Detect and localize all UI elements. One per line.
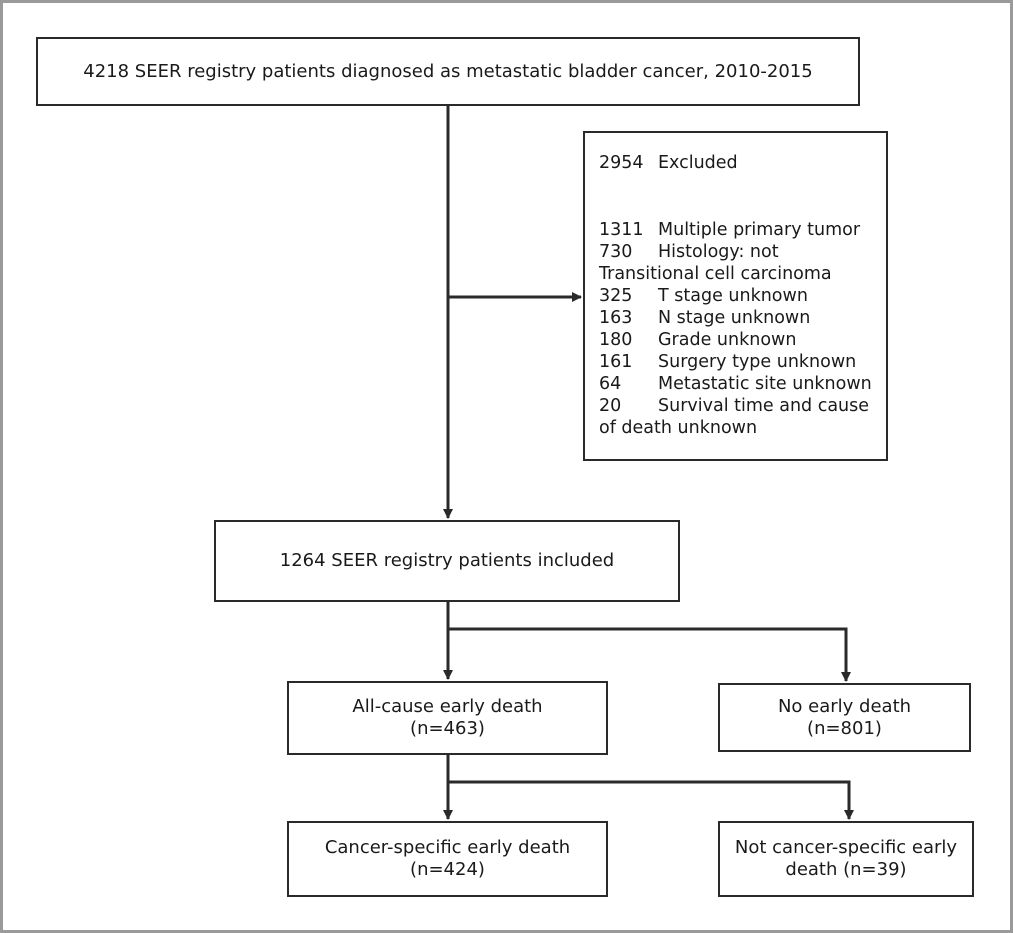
top-box-text: 4218 SEER registry patients diagnosed as… bbox=[83, 60, 813, 82]
excluded-item-continuation: Transitional cell carcinoma bbox=[599, 264, 832, 284]
top-box: 4218 SEER registry patients diagnosed as… bbox=[36, 37, 860, 106]
no-early-count: (n=801) bbox=[807, 717, 882, 739]
excluded-item: 180 Grade unknown bbox=[599, 330, 797, 350]
excluded-item: 1311 Multiple primary tumor bbox=[599, 220, 861, 240]
all-cause-early-death-box: All-cause early death (n=463) bbox=[287, 681, 608, 755]
cancer-specific-label: Cancer-specific early death bbox=[324, 837, 571, 858]
excluded-label: Excluded bbox=[658, 153, 738, 173]
cancer-specific-count: (n=424) bbox=[410, 859, 485, 880]
arrow-included-to-noearly bbox=[448, 627, 851, 682]
excluded-header: 2954 Excluded bbox=[599, 152, 886, 174]
arrow-allcause-to-notcancer bbox=[448, 780, 854, 820]
excluded-item-continuation: of death unknown bbox=[599, 418, 758, 438]
excluded-item: 161 Surgery type unknown bbox=[599, 352, 857, 372]
not-cancer-count: death (n=39) bbox=[785, 859, 907, 880]
excluded-total: 2954 bbox=[599, 153, 644, 173]
not-cancer-label: Not cancer-specific early bbox=[734, 837, 958, 858]
excluded-item: 163 N stage unknown bbox=[599, 308, 811, 328]
no-early-label: No early death bbox=[777, 695, 912, 717]
excluded-box: 2954 Excluded 1311 Multiple primary tumo… bbox=[583, 131, 888, 461]
excluded-item: 730 Histology: not bbox=[599, 242, 779, 262]
included-box-text: 1264 SEER registry patients included bbox=[279, 550, 615, 571]
cancer-specific-early-death-box: Cancer-specific early death (n=424) bbox=[287, 821, 608, 897]
included-box: 1264 SEER registry patients included bbox=[214, 520, 680, 602]
excluded-item: 64 Metastatic site unknown bbox=[599, 374, 872, 394]
no-early-death-box: No early death (n=801) bbox=[718, 683, 971, 752]
excluded-item: 325 T stage unknown bbox=[599, 286, 808, 306]
excluded-item: 20 Survival time and cause bbox=[599, 396, 870, 416]
all-cause-label: All-cause early death bbox=[352, 696, 543, 717]
all-cause-count: (n=463) bbox=[410, 718, 485, 739]
not-cancer-specific-early-death-box: Not cancer-specific early death (n=39) bbox=[718, 821, 974, 897]
